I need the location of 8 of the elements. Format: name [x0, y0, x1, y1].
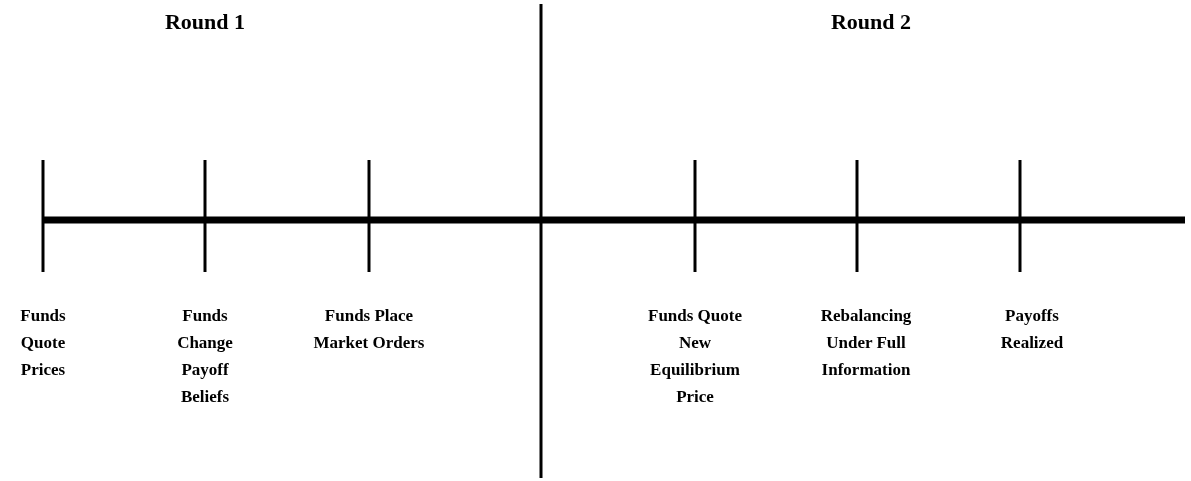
- event-label: Funds Change Payoff Beliefs: [176, 305, 234, 408]
- event-label: Funds Quote New Equilibrium Price: [647, 305, 743, 408]
- event-label: Funds Quote Prices: [19, 305, 67, 381]
- event-label: Payoffs Realized: [999, 305, 1065, 354]
- event-label: Funds Place Market Orders: [312, 305, 426, 354]
- round-heading: Round 1: [163, 8, 247, 36]
- event-label: Rebalancing Under Full Information: [819, 305, 913, 381]
- round-heading: Round 2: [829, 8, 913, 36]
